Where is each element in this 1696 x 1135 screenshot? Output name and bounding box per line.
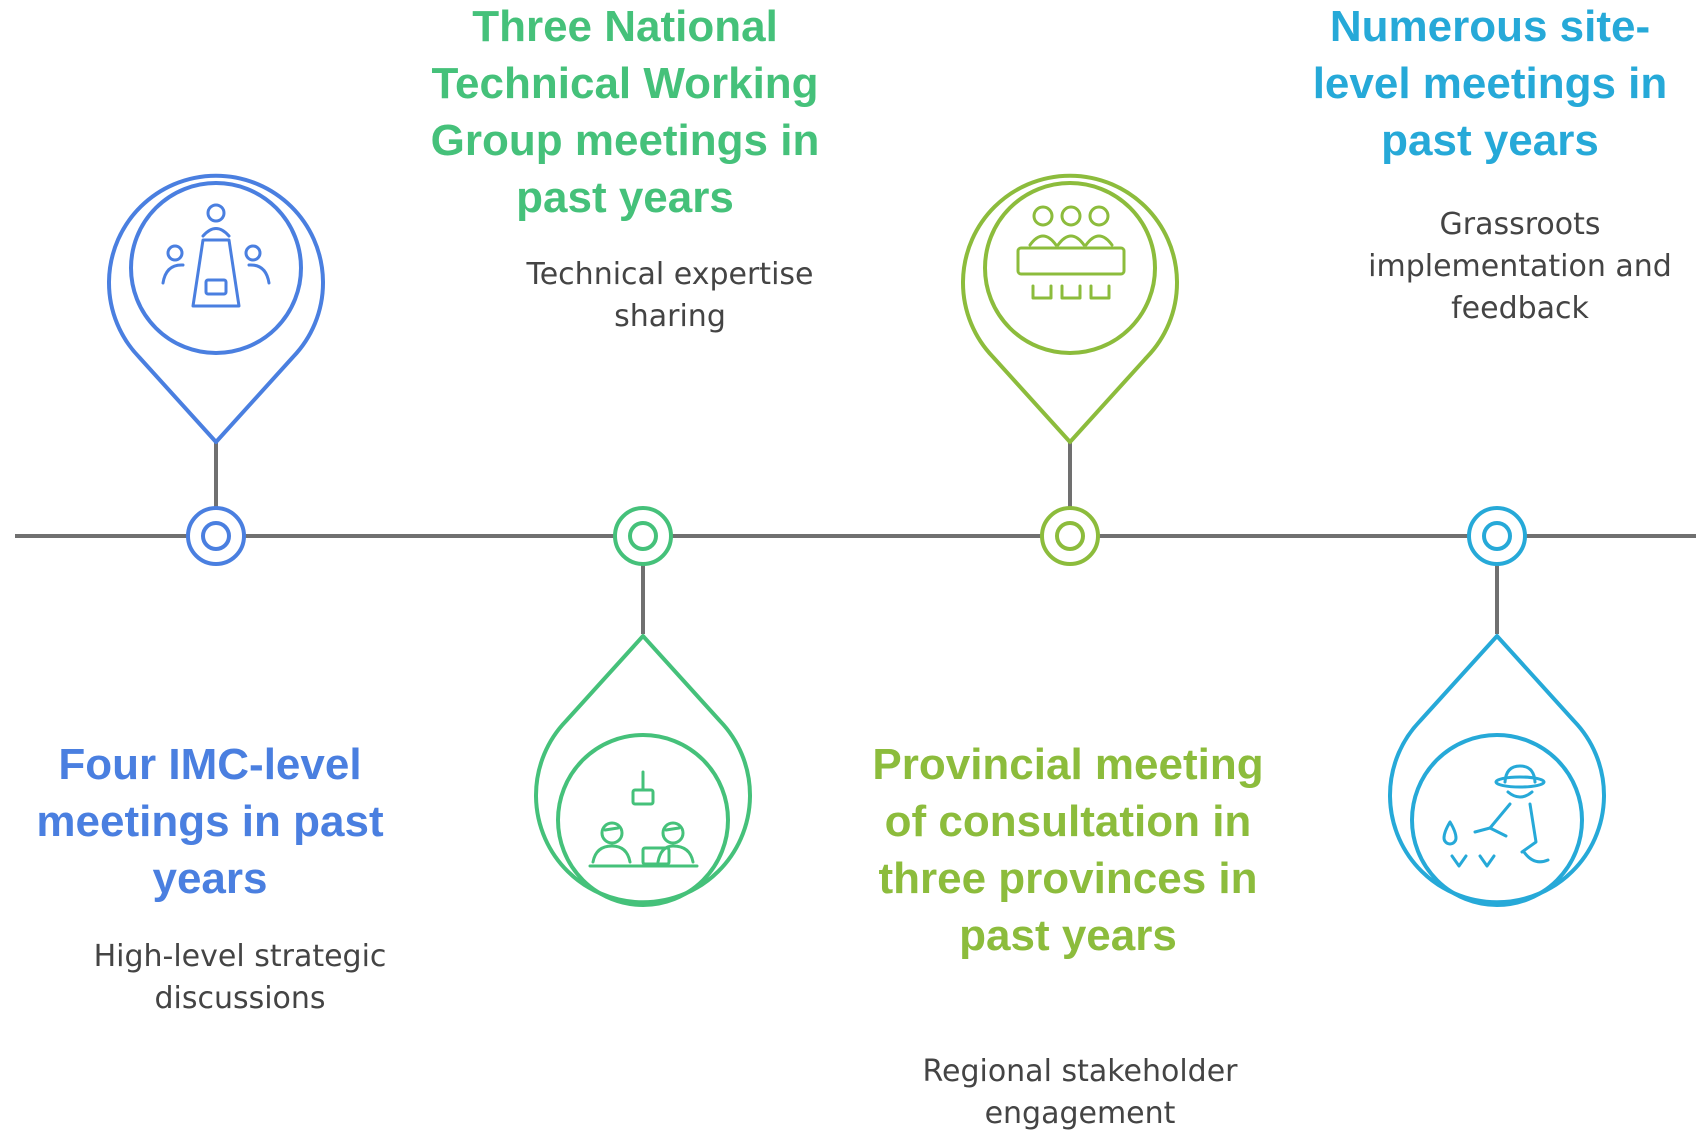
milestone-1-node	[186, 506, 246, 566]
milestone-1-pin	[107, 173, 325, 444]
milestone-2-description: Technical expertise sharing	[526, 257, 814, 334]
panel-consultation-icon	[1016, 205, 1126, 300]
milestone-2-icon-frame	[556, 733, 730, 907]
milestone-1	[107, 173, 325, 566]
field-farmer-icon	[1442, 764, 1550, 868]
milestone-4-icon-frame	[1410, 733, 1584, 907]
milestone-4	[1388, 506, 1606, 907]
milestone-2-title: Three National Technical Working Group m…	[430, 2, 820, 222]
milestone-4-node	[1467, 506, 1527, 566]
milestone-4-description: Grassroots implementation and feedback	[1368, 207, 1672, 326]
milestone-3-node	[1040, 506, 1100, 566]
working-group-icon	[588, 770, 699, 868]
milestone-3-title: Provincial meeting of consultation in th…	[872, 740, 1264, 960]
milestone-2-node	[613, 506, 673, 566]
milestone-2-pin	[534, 634, 752, 905]
milestone-2	[534, 506, 752, 907]
milestone-3-pin	[961, 173, 1179, 444]
meeting-table-icon	[161, 203, 271, 308]
milestone-3	[961, 173, 1179, 566]
milestone-3-icon-frame	[983, 181, 1157, 355]
milestone-1-title: Four IMC-level meetings in past years	[36, 740, 384, 903]
milestone-3-description: Regional stakeholder engagement	[922, 1054, 1238, 1131]
milestone-4-title: Numerous site-level meetings in past yea…	[1312, 2, 1668, 165]
milestone-1-icon-frame	[129, 181, 303, 355]
milestone-1-description: High-level strategic discussions	[93, 939, 387, 1016]
